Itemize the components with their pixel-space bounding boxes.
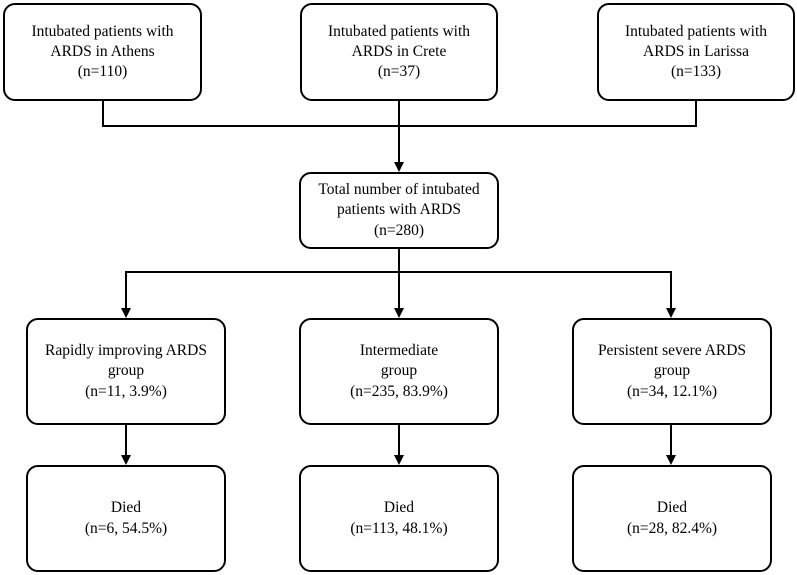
- group-rapidly-improving-count: (n=11, 3.9%): [85, 382, 167, 400]
- total-line2: patients with ARDS: [336, 201, 461, 219]
- source-athens-count: (n=110): [77, 63, 128, 81]
- outcome-box-intermediate: Died (n=113, 48.1%): [299, 465, 499, 572]
- outcome-rapidly-improving-label: Died: [110, 499, 142, 517]
- group-rapidly-improving-line2: group: [107, 362, 145, 380]
- outcome-box-persistent-severe: Died (n=28, 82.4%): [572, 465, 772, 572]
- total-box: Total number of intubated patients with …: [299, 172, 499, 249]
- outcome-box-rapidly-improving: Died (n=6, 54.5%): [26, 465, 226, 572]
- source-box-athens: Intubated patients with ARDS in Athens (…: [3, 3, 202, 101]
- source-crete-line2: ARDS in Crete: [351, 42, 447, 60]
- source-larissa-line1: Intubated patients with: [624, 22, 768, 40]
- group-persistent-severe-line1: Persistent severe ARDS: [597, 342, 747, 360]
- outcome-intermediate-count: (n=113, 48.1%): [350, 519, 448, 537]
- source-crete-count: (n=37): [377, 63, 421, 81]
- group-intermediate-count: (n=235, 83.9%): [350, 382, 448, 400]
- group-persistent-severe-line2: group: [653, 362, 691, 380]
- outcome-rapidly-improving-count: (n=6, 54.5%): [84, 519, 168, 537]
- outcome-persistent-severe-count: (n=28, 82.4%): [626, 519, 718, 537]
- source-box-larissa: Intubated patients with ARDS in Larissa …: [597, 3, 795, 101]
- group-box-rapidly-improving: Rapidly improving ARDS group (n=11, 3.9%…: [26, 318, 226, 425]
- outcome-intermediate-label: Died: [383, 499, 415, 517]
- source-crete-line1: Intubated patients with: [327, 22, 471, 40]
- group-box-persistent-severe: Persistent severe ARDS group (n=34, 12.1…: [572, 318, 772, 425]
- group-persistent-severe-count: (n=34, 12.1%): [626, 382, 718, 400]
- source-athens-line1: Intubated patients with: [31, 22, 174, 40]
- total-line1: Total number of intubated: [318, 181, 480, 199]
- outcome-persistent-severe-label: Died: [656, 499, 688, 517]
- total-count: (n=280): [373, 221, 425, 239]
- group-rapidly-improving-line1: Rapidly improving ARDS: [45, 342, 207, 360]
- source-box-crete: Intubated patients with ARDS in Crete (n…: [300, 3, 498, 101]
- group-intermediate-line1: Intermediate: [359, 342, 439, 360]
- source-athens-line2: ARDS in Athens: [50, 42, 155, 60]
- source-larissa-count: (n=133): [670, 63, 722, 81]
- group-intermediate-line2: group: [380, 362, 418, 380]
- source-larissa-line2: ARDS in Larissa: [643, 42, 749, 60]
- group-box-intermediate: Intermediate group (n=235, 83.9%): [299, 318, 499, 425]
